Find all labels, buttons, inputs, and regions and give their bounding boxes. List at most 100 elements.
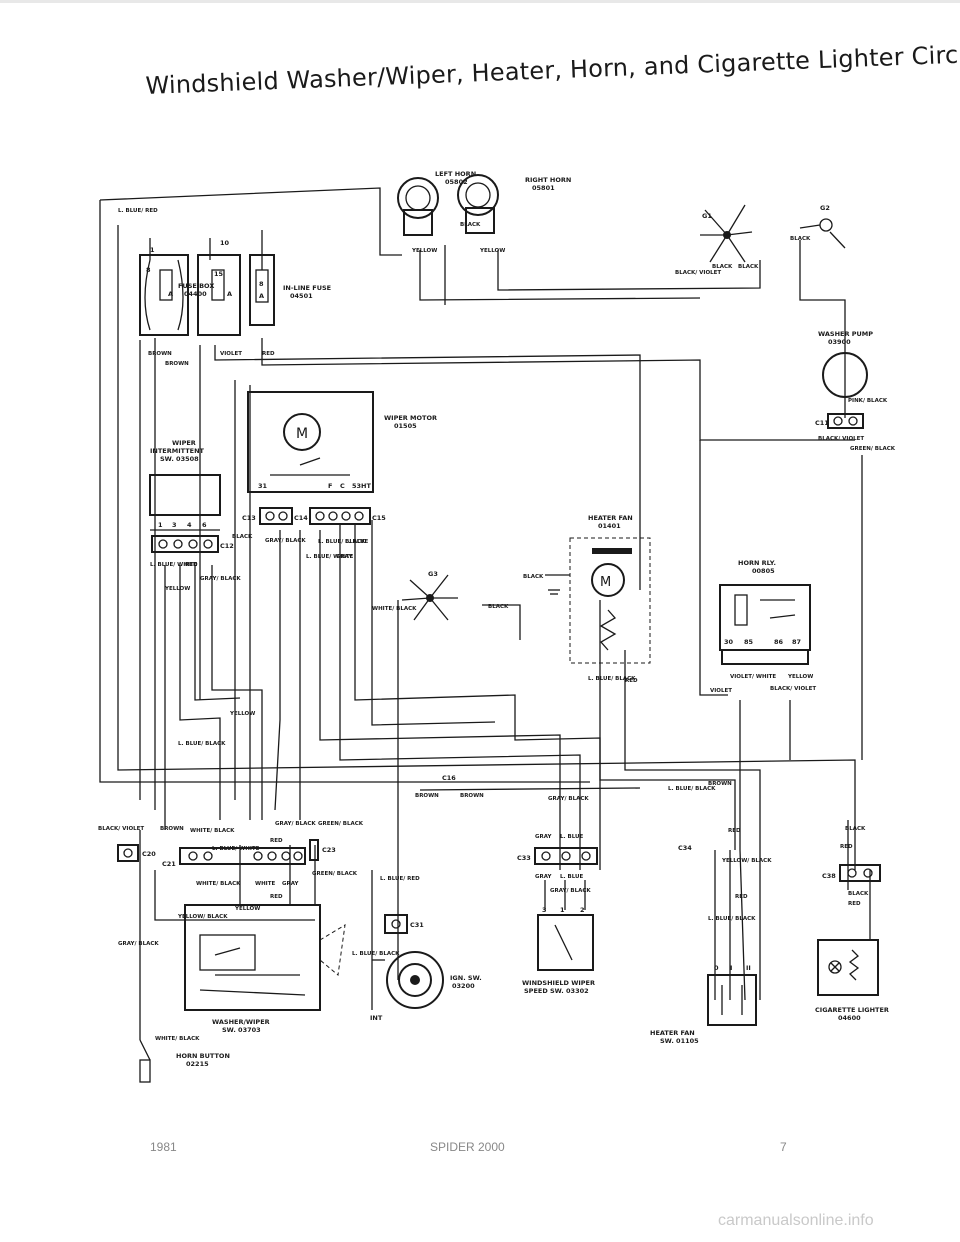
svg-text:15: 15 [214, 270, 224, 278]
svg-text:GRAY/ BLACK: GRAY/ BLACK [548, 796, 589, 802]
svg-text:1: 1 [158, 521, 163, 529]
svg-text:SW. 03703: SW. 03703 [222, 1026, 261, 1034]
svg-text:8: 8 [259, 280, 264, 288]
ground-g1-symbol: G1 [700, 204, 753, 263]
wire-label-lblue-red: L. BLUE/ RED [118, 208, 158, 214]
svg-text:05801: 05801 [532, 184, 555, 192]
svg-text:IGN. SW.: IGN. SW. [450, 974, 482, 982]
wiper-motor: M WIPER MOTOR 01505 31 F C 53HT [247, 391, 437, 493]
svg-text:RED: RED [840, 844, 853, 850]
svg-text:GRAY/ BLACK: GRAY/ BLACK [118, 941, 159, 947]
svg-text:WHITE/ BLACK: WHITE/ BLACK [196, 881, 241, 887]
svg-text:HEATER FAN: HEATER FAN [588, 514, 633, 522]
svg-text:6: 6 [202, 521, 207, 529]
svg-text:SW. 01105: SW. 01105 [660, 1037, 699, 1045]
ignition-switch: IGN. SW. 03200 [386, 951, 482, 1009]
svg-text:YELLOW/ BLACK: YELLOW/ BLACK [177, 914, 228, 920]
svg-text:A: A [168, 290, 173, 298]
svg-text:2: 2 [580, 906, 585, 914]
svg-text:BLACK: BLACK [232, 534, 253, 540]
connector-c21: C21 [162, 847, 306, 868]
svg-text:53HT: 53HT [352, 482, 371, 490]
svg-text:GRAY/ BLACK: GRAY/ BLACK [550, 888, 591, 894]
right-horn: RIGHT HORN 05801 [457, 174, 571, 234]
svg-text:L. BLUE/ BLACK: L. BLUE/ BLACK [318, 539, 366, 545]
svg-text:C23: C23 [322, 846, 336, 854]
wiring-traces [99, 187, 871, 1040]
svg-text:GRAY: GRAY [336, 554, 353, 560]
svg-text:YELLOW: YELLOW [787, 674, 813, 680]
svg-text:WIPER MOTOR: WIPER MOTOR [384, 414, 437, 422]
svg-text:RED: RED [270, 894, 283, 900]
svg-text:VIOLET: VIOLET [710, 688, 732, 694]
svg-text:G1: G1 [702, 212, 712, 220]
svg-text:GRAY: GRAY [535, 834, 552, 840]
svg-text:RED: RED [625, 678, 638, 684]
svg-text:M: M [600, 575, 611, 590]
svg-text:WINDSHIELD WIPER: WINDSHIELD WIPER [522, 979, 595, 987]
svg-text:L. BLUE/ WHITE: L. BLUE/ WHITE [150, 562, 198, 568]
svg-text:RED: RED [262, 351, 275, 357]
svg-text:C: C [340, 482, 345, 490]
svg-text:C14: C14 [294, 514, 308, 522]
connector-c23: C23 [309, 839, 336, 861]
svg-text:C21: C21 [162, 860, 176, 868]
ground-g3-symbol: G3 [401, 570, 458, 621]
svg-text:C11: C11 [815, 419, 829, 427]
svg-text:INT: INT [370, 1014, 383, 1022]
svg-text:BROWN: BROWN [415, 793, 439, 799]
svg-text:86: 86 [774, 638, 784, 646]
horn-relay: HORN RLY. 00805 30 85 86 87 [719, 559, 811, 665]
svg-text:SW. 03508: SW. 03508 [160, 455, 199, 463]
svg-text:CIGARETTE LIGHTER: CIGARETTE LIGHTER [815, 1006, 889, 1014]
svg-text:05802: 05802 [445, 178, 468, 186]
svg-text:GREEN/ BLACK: GREEN/ BLACK [318, 821, 364, 827]
connector-c33: C33 [517, 847, 598, 865]
svg-text:01401: 01401 [598, 522, 621, 530]
connector-c13: C13 [242, 507, 293, 525]
svg-text:GRAY/ BLACK: GRAY/ BLACK [275, 821, 316, 827]
svg-text:04600: 04600 [838, 1014, 861, 1022]
washer-wiper-switch: WASHER/WIPER SW. 03703 [184, 904, 321, 1034]
svg-text:RED: RED [848, 901, 861, 907]
watermark[interactable]: carmanualsonline.info [718, 1212, 874, 1229]
svg-text:BROWN: BROWN [148, 351, 172, 357]
svg-text:L. BLUE/ BLACK: L. BLUE/ BLACK [178, 741, 226, 747]
svg-text:BLACK: BLACK [848, 891, 869, 897]
svg-text:RED: RED [735, 894, 748, 900]
svg-text:85: 85 [744, 638, 754, 646]
svg-text:WASHER PUMP: WASHER PUMP [818, 330, 873, 338]
svg-text:L. BLUE/ BLACK: L. BLUE/ BLACK [668, 786, 716, 792]
svg-text:4: 4 [187, 521, 192, 529]
svg-text:LEFT HORN: LEFT HORN [435, 170, 476, 178]
svg-text:L. BLUE: L. BLUE [345, 539, 368, 545]
svg-text:L. BLUE/ RED: L. BLUE/ RED [380, 876, 420, 882]
svg-text:04501: 04501 [290, 292, 313, 300]
svg-text:BLACK/ VIOLET: BLACK/ VIOLET [98, 826, 144, 832]
left-horn: LEFT HORN 05802 [397, 170, 476, 236]
svg-text:1: 1 [150, 246, 155, 254]
svg-text:BLACK/ VIOLET: BLACK/ VIOLET [675, 270, 721, 276]
svg-text:C20: C20 [142, 850, 156, 858]
svg-text:01505: 01505 [394, 422, 417, 430]
svg-text:02215: 02215 [186, 1060, 209, 1068]
connector-c38: C38 [822, 864, 881, 882]
svg-text:HORN RLY.: HORN RLY. [738, 559, 776, 567]
inline-fuse: 8 A IN-LINE FUSE 04501 [249, 254, 331, 326]
svg-text:03200: 03200 [452, 982, 475, 990]
svg-text:C34: C34 [678, 844, 692, 852]
svg-text:BROWN: BROWN [160, 826, 184, 832]
svg-text:WASHER/WIPER: WASHER/WIPER [212, 1018, 270, 1026]
svg-text:G2: G2 [820, 204, 830, 212]
svg-text:L. BLUE/ WHITE: L. BLUE/ WHITE [306, 554, 354, 560]
svg-text:1: 1 [560, 906, 565, 914]
svg-text:BLACK: BLACK [790, 236, 811, 242]
svg-text:WHITE/ BLACK: WHITE/ BLACK [155, 1036, 200, 1042]
svg-text:YELLOW/ BLACK: YELLOW/ BLACK [721, 858, 772, 864]
wire-label-yellow: YELLOW [411, 248, 437, 254]
ground-g2-symbol: G2 [799, 204, 846, 249]
svg-text:WHITE/ BLACK: WHITE/ BLACK [372, 606, 417, 612]
svg-text:YELLOW: YELLOW [234, 906, 260, 912]
svg-text:GRAY/ BLACK: GRAY/ BLACK [265, 538, 306, 544]
